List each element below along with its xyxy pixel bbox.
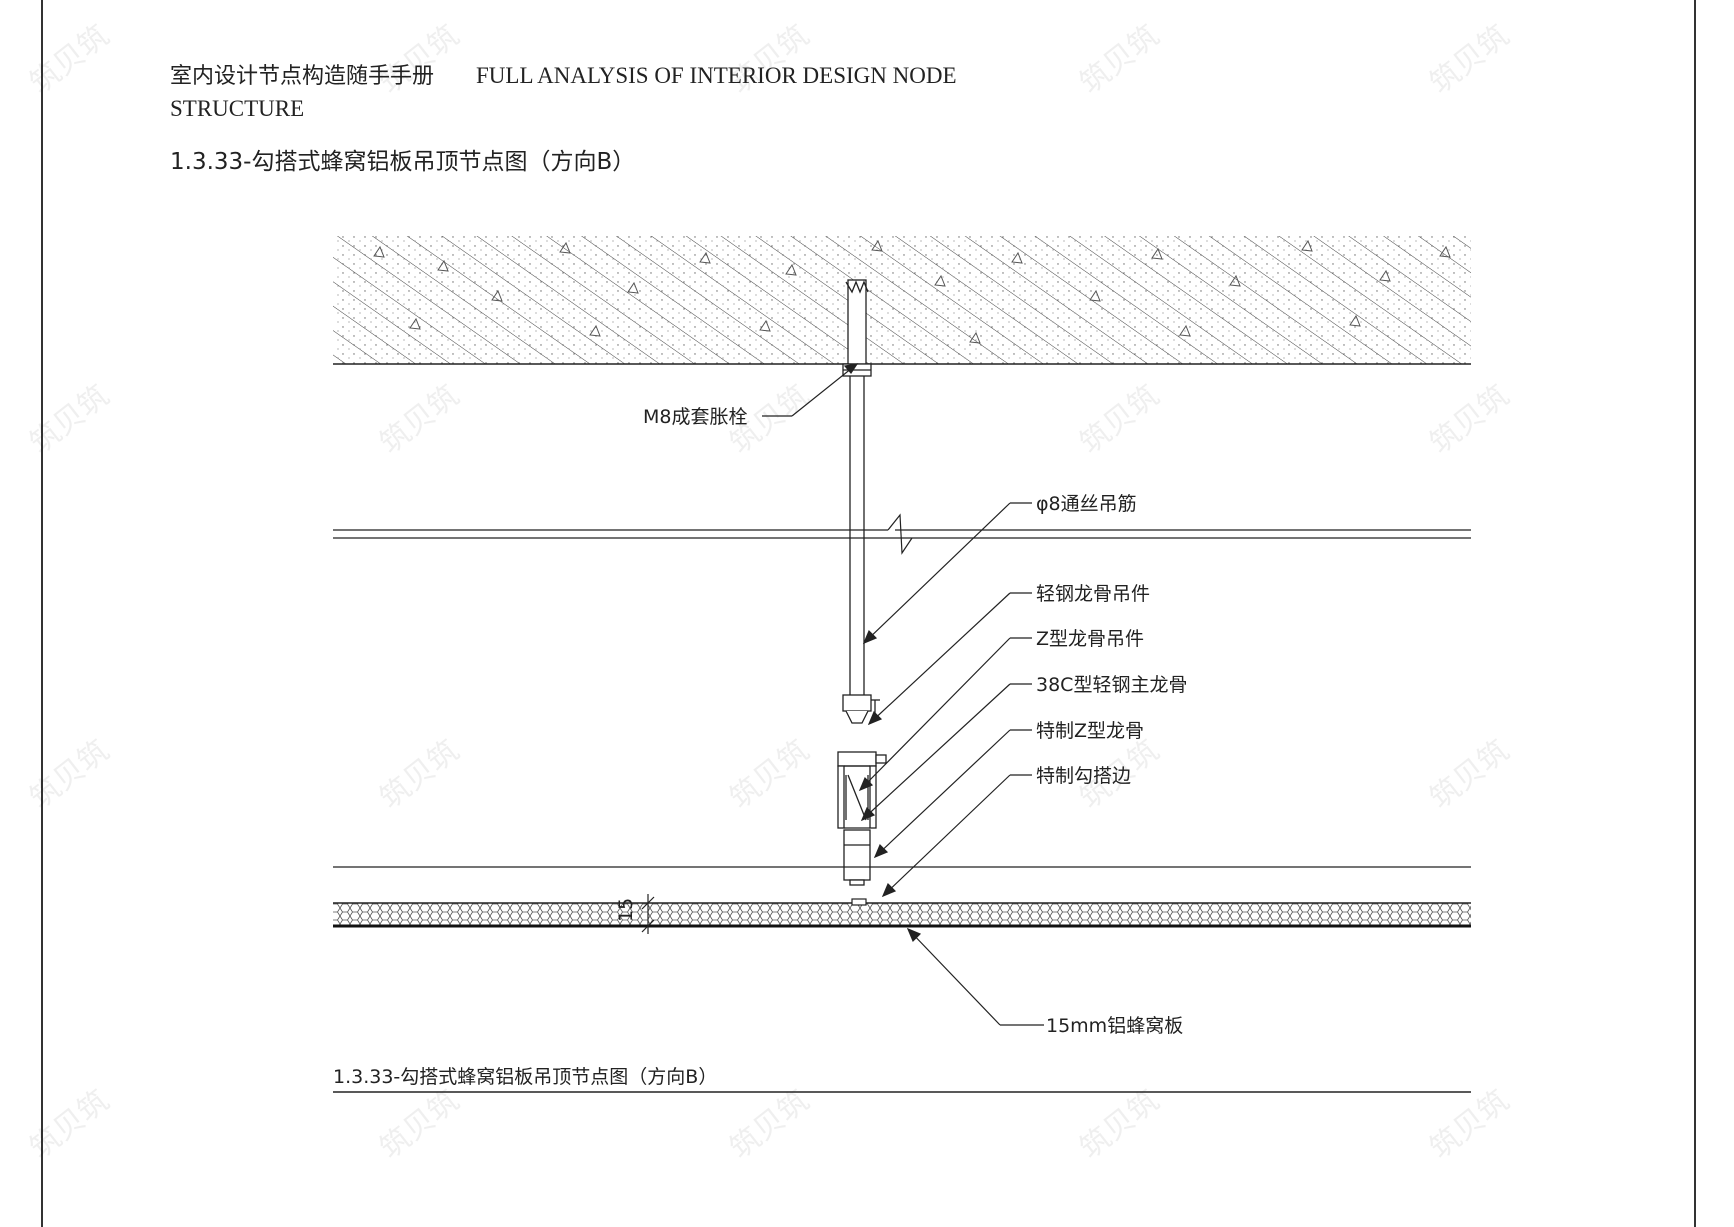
watermark-text: 筑贝筑 bbox=[23, 1083, 115, 1166]
watermark-text: 筑贝筑 bbox=[723, 1083, 815, 1166]
header-en-title: FULL ANALYSIS OF INTERIOR DESIGN NODE bbox=[476, 63, 957, 88]
watermark-text: 筑贝筑 bbox=[373, 378, 465, 461]
watermark-text: 筑贝筑 bbox=[373, 18, 465, 101]
watermark-text: 筑贝筑 bbox=[1073, 18, 1165, 101]
label-main-keel: 38C型轻钢主龙骨 bbox=[1036, 674, 1187, 696]
hanger-assembly bbox=[837, 694, 887, 886]
honeycomb-panel bbox=[333, 898, 1471, 928]
drawing-caption: 1.3.33-勾搭式蜂窝铝板吊顶节点图（方向B） bbox=[333, 1066, 717, 1088]
watermark-text: 筑贝筑 bbox=[373, 733, 465, 816]
watermark-text: 筑贝筑 bbox=[373, 1083, 465, 1166]
label-threaded-rod: φ8通丝吊筋 bbox=[1036, 493, 1137, 515]
page-title: 1.3.33-勾搭式蜂窝铝板吊顶节点图（方向B） bbox=[170, 149, 636, 175]
header-en-title-line2: STRUCTURE bbox=[170, 96, 305, 121]
watermark-text: 筑贝筑 bbox=[1073, 378, 1165, 461]
watermark-text: 筑贝筑 bbox=[723, 18, 815, 101]
watermark-text: 筑贝筑 bbox=[23, 733, 115, 816]
watermark-text: 筑贝筑 bbox=[1423, 378, 1515, 461]
label-z-keel-hanger: Z型龙骨吊件 bbox=[1036, 628, 1144, 650]
watermark-text: 筑贝筑 bbox=[1423, 1083, 1515, 1166]
drawing-frame-right bbox=[1694, 0, 1696, 1227]
drawing-frame-left bbox=[41, 0, 43, 1227]
watermark-text: 筑贝筑 bbox=[23, 18, 115, 101]
label-hook-edge: 特制勾搭边 bbox=[1036, 765, 1131, 787]
leader-lines bbox=[762, 363, 1044, 1026]
concrete-slab bbox=[333, 236, 1471, 365]
break-line bbox=[333, 513, 1471, 555]
header-cn-title: 室内设计节点构造随手手册 bbox=[170, 64, 435, 89]
thickness-dimension bbox=[641, 894, 655, 934]
label-anchor-bolt: M8成套胀栓 bbox=[643, 406, 747, 428]
label-light-steel-hanger: 轻钢龙骨吊件 bbox=[1036, 583, 1150, 605]
dimension-value: 15 bbox=[615, 898, 637, 922]
label-honeycomb-panel: 15mm铝蜂窝板 bbox=[1046, 1015, 1183, 1037]
watermark-text: 筑贝筑 bbox=[1423, 733, 1515, 816]
document-header: 室内设计节点构造随手手册 FULL ANALYSIS OF INTERIOR DE… bbox=[170, 60, 957, 125]
threaded-rod bbox=[849, 376, 865, 695]
label-z-keel: 特制Z型龙骨 bbox=[1036, 720, 1144, 742]
watermark-text: 筑贝筑 bbox=[1073, 1083, 1165, 1166]
watermark-text: 筑贝筑 bbox=[1423, 18, 1515, 101]
watermark-text: 筑贝筑 bbox=[723, 733, 815, 816]
watermark-text: 筑贝筑 bbox=[23, 378, 115, 461]
watermark-layer: 筑贝筑 筑贝筑 筑贝筑 筑贝筑 筑贝筑 筑贝筑 筑贝筑 筑贝筑 筑贝筑 筑贝筑 … bbox=[23, 18, 1515, 1166]
